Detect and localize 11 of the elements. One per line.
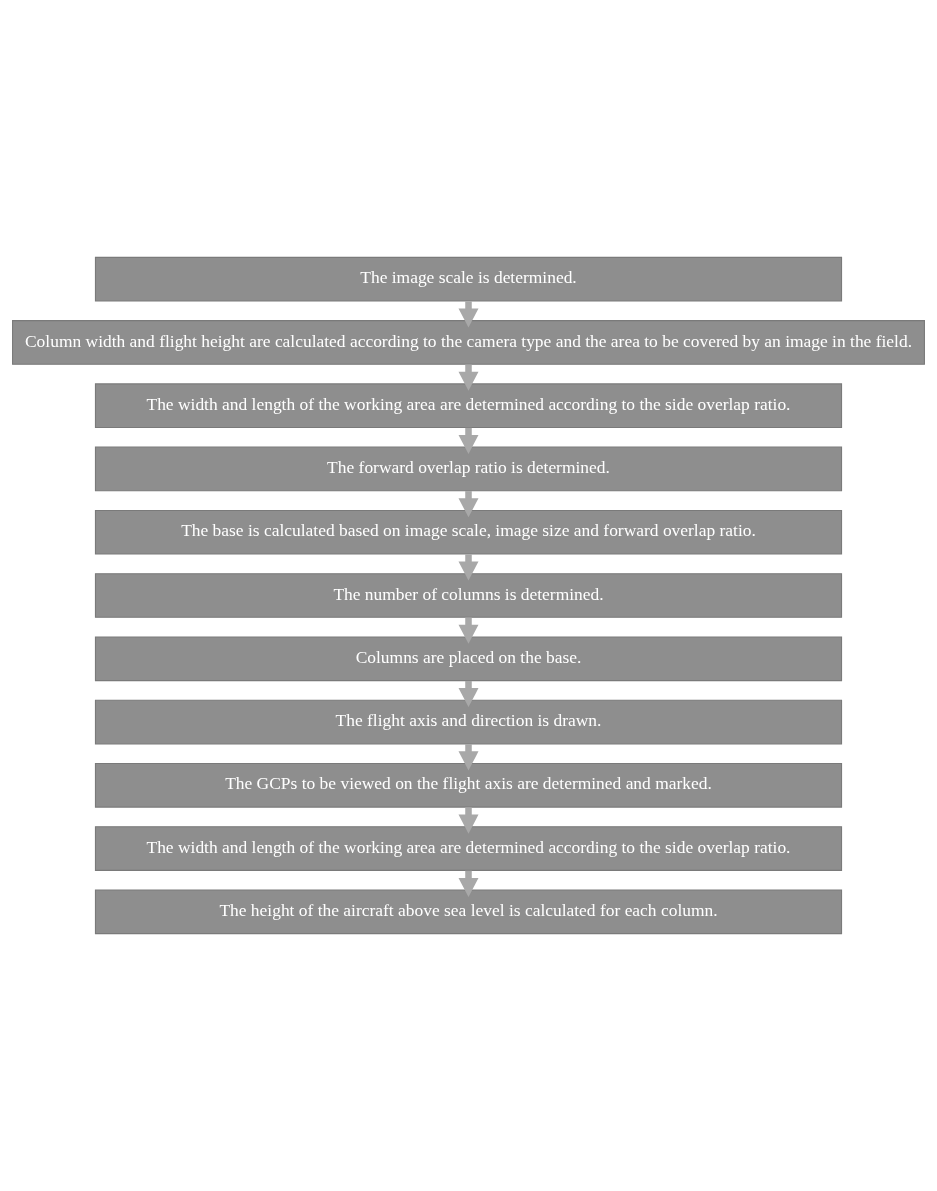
node-box: The GCPs to be viewed on the flight axis are determined and marked.: [94, 762, 843, 808]
node-box: The flight axis and direction is drawn.: [94, 699, 843, 745]
node-box: Column width and flight height are calculated according to the camera type and the area to be covered by an image in the field.: [12, 320, 925, 365]
node-box: The width and length of the working area are determined according to the side overlap ratio.: [94, 826, 843, 871]
node-box: The number of columns is determined.: [94, 573, 843, 618]
node-box: The image scale is determined.: [94, 256, 843, 302]
node-box: The width and length of the working area are determined according to the side overlap ratio.: [94, 383, 843, 429]
node-box: The forward overlap ratio is determined.: [94, 446, 843, 492]
node-box: The height of the aircraft above sea level is calculated for each column.: [94, 889, 843, 935]
node-box: The base is calculated based on image scale, image size and forward overlap ratio.: [94, 509, 843, 555]
node-box: Columns are placed on the base.: [94, 636, 843, 682]
